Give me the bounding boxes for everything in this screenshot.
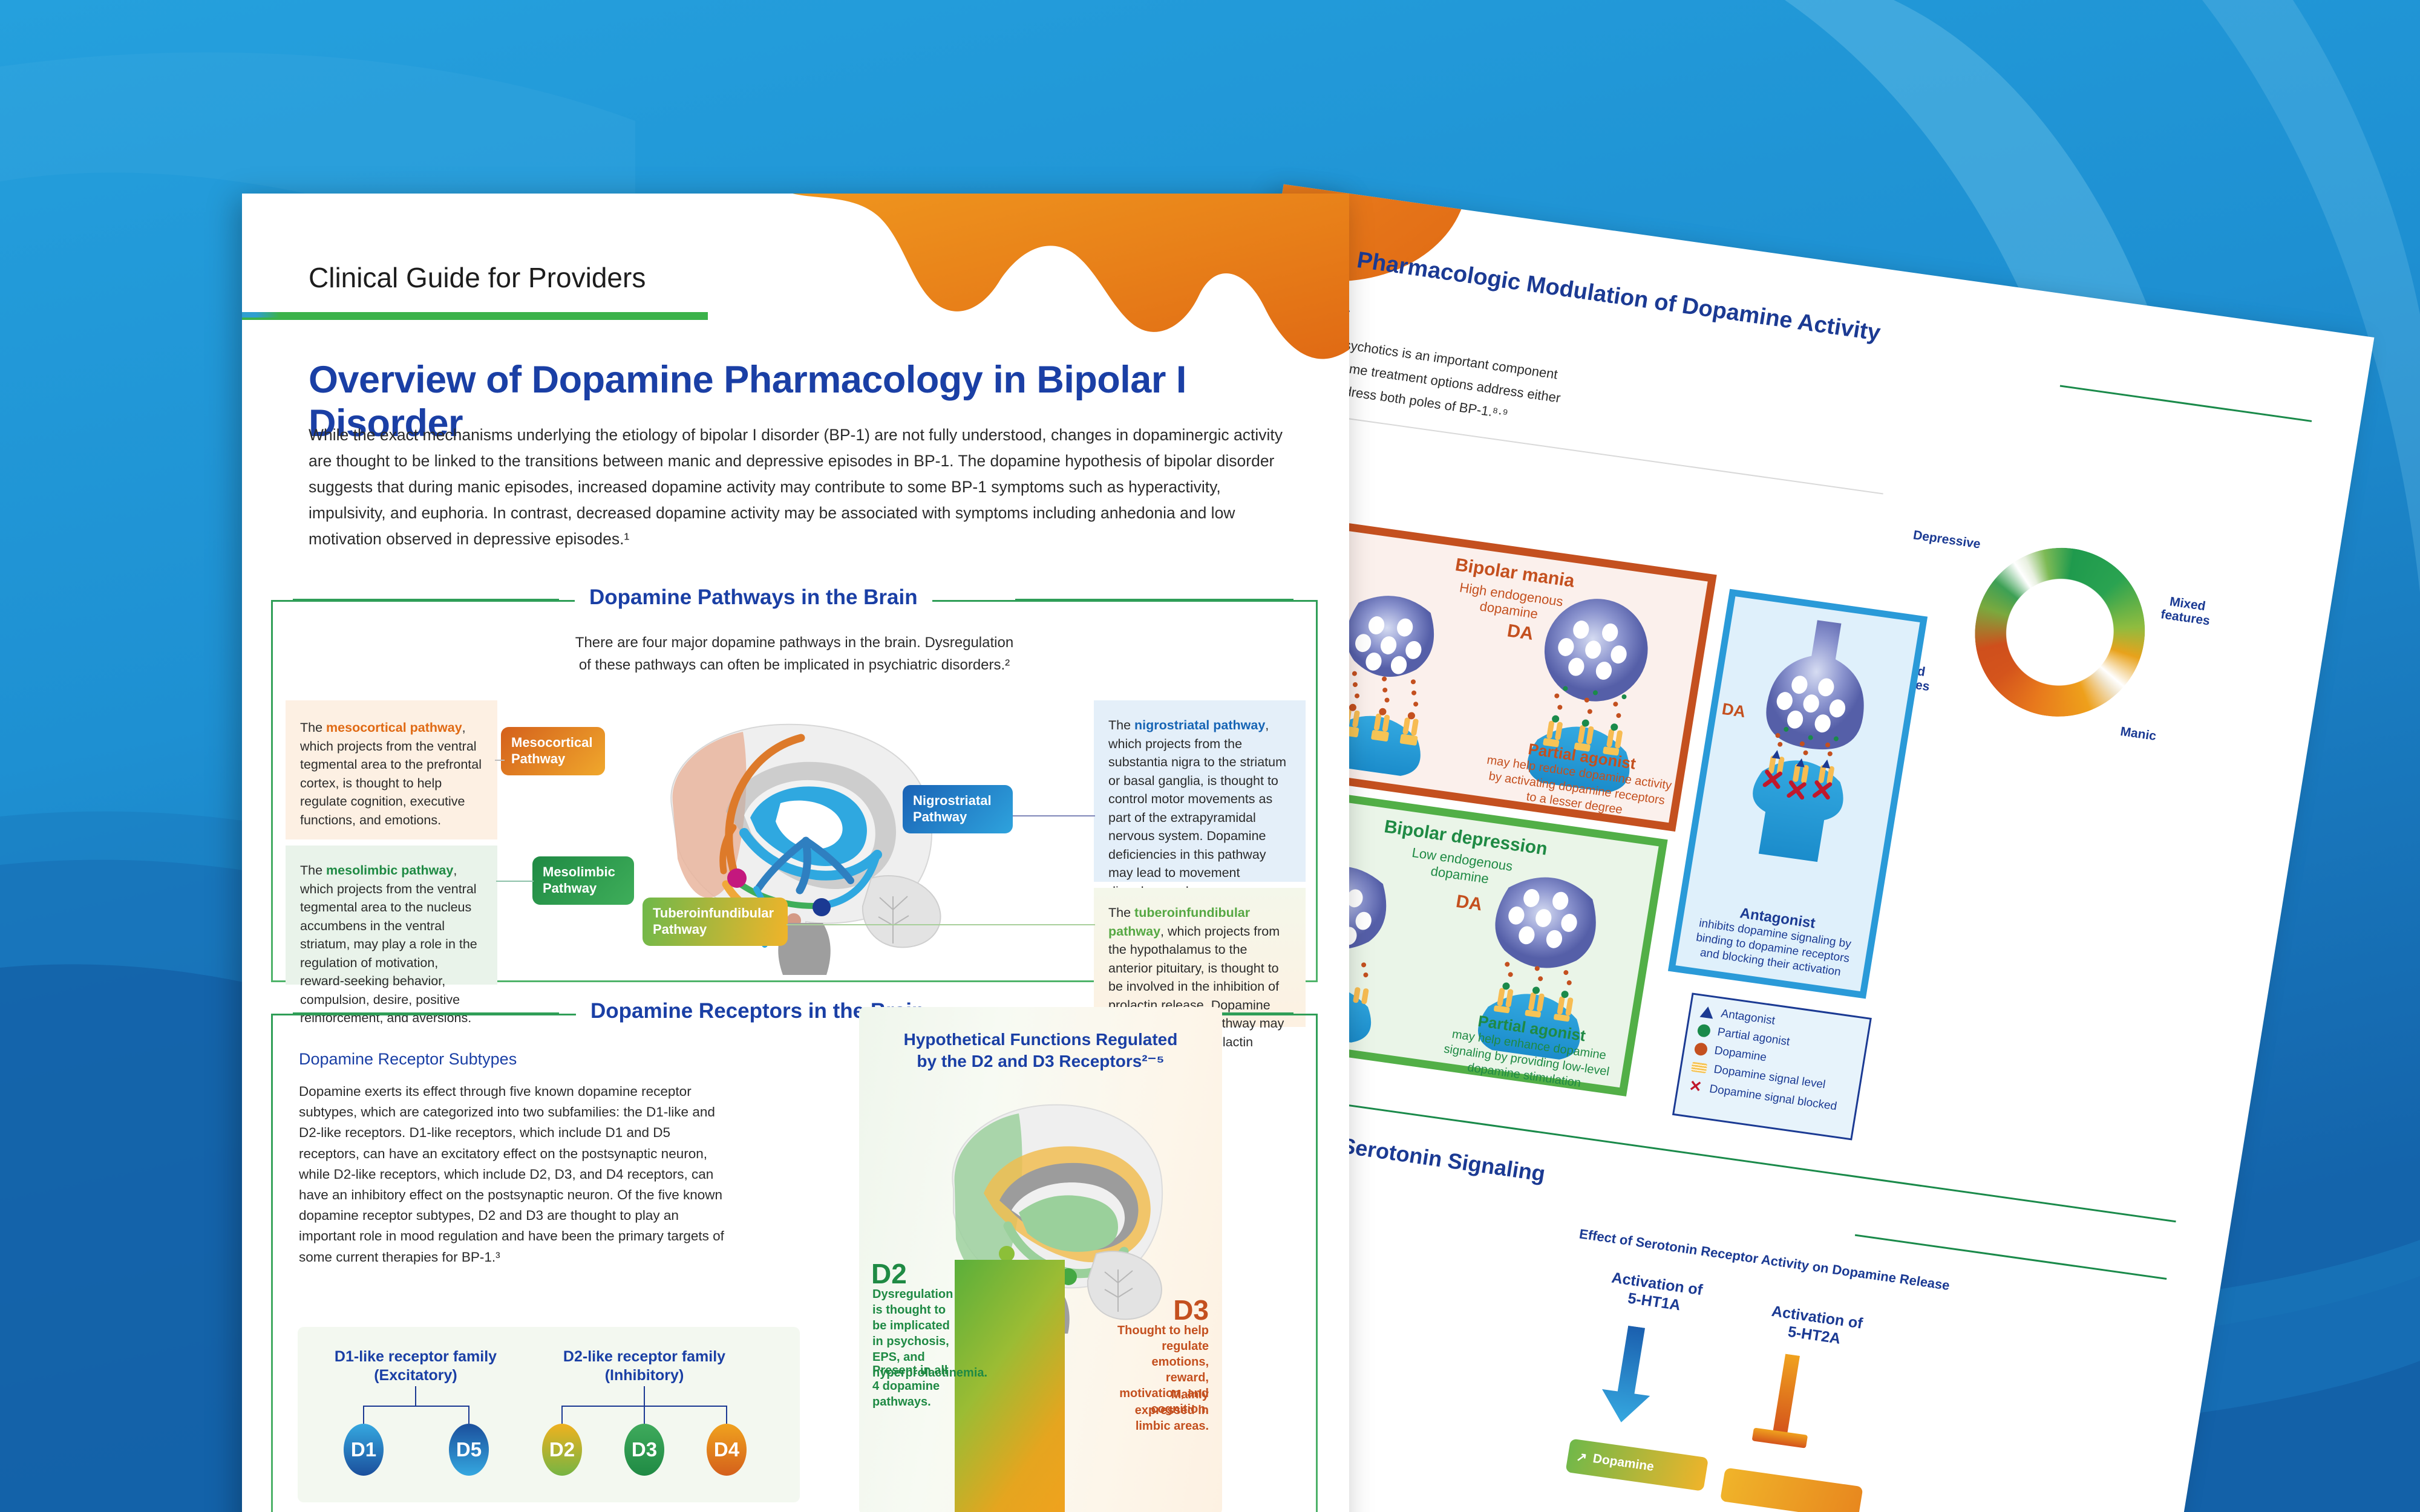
d2-family-title-line2: (Inhibitory) — [604, 1366, 684, 1384]
header-rule-green — [242, 318, 708, 320]
connector-nigrostriatal — [1013, 815, 1095, 816]
connector-mesocortical — [495, 760, 505, 761]
pathway-name-mesolimbic: mesolimbic pathway — [326, 863, 454, 878]
page1-kicker: Clinical Guide for Providers — [309, 262, 646, 293]
pathway-name-mesocortical: mesocortical pathway — [326, 720, 462, 735]
dopamine-decrease-arrow-icon — [1601, 1325, 1650, 1422]
d2-tree-drop-2 — [644, 1406, 645, 1424]
serotonin-chip-label: Dopamine — [1592, 1452, 1655, 1474]
d3-paragraph-2: Mainly expressed in limbic areas. — [1134, 1388, 1209, 1433]
d1-tree-stem — [415, 1386, 416, 1406]
donut-label-mixed-right: Mixed features — [2159, 595, 2211, 628]
antagonist-panel: DA — [1667, 588, 1928, 999]
donut-label-depressive: Depressive — [1912, 528, 1982, 552]
pathways-lede-line2: of these pathways can often be implicate… — [578, 657, 1010, 674]
page1-intro-paragraph: While the exact mechanisms underlying th… — [309, 426, 1283, 548]
donut-label-manic: Manic — [2119, 724, 2157, 743]
panel-tuberoinfundibular: The tuberoinfundibular pathway, which pr… — [1094, 888, 1306, 1067]
orange-wave-decoration — [672, 194, 1349, 359]
d2-family-title: D2-like receptor family (Inhibitory) — [551, 1347, 738, 1384]
d3-heading: D3 — [1173, 1294, 1209, 1326]
hypothetical-functions-title: Hypothetical Functions Regulated by the … — [859, 1029, 1222, 1072]
receptor-node-d4: D4 — [707, 1424, 747, 1476]
dopamine-block-bar-icon — [1752, 1354, 1808, 1448]
d2-paragraph-2: Present in all 4 dopamine pathways. — [872, 1364, 948, 1409]
sagittal-brain-illustration — [952, 1104, 1163, 1334]
d1-tree-drop-2 — [468, 1406, 469, 1424]
receptor-node-d3: D3 — [624, 1424, 664, 1476]
hypothetical-functions-card: Hypothetical Functions Regulated by the … — [859, 1007, 1222, 1512]
d2-tree-drop-3 — [726, 1406, 727, 1424]
legend-glyph-circle-icon — [1693, 1041, 1709, 1057]
chip-tuberoinfundibular-pathway: Tuberoinfundibular Pathway — [643, 898, 788, 946]
panel-mesocortical: The mesocortical pathway, which projects… — [286, 700, 497, 839]
receptor-node-d1: D1 — [344, 1424, 384, 1476]
chip-mesolimbic-pathway: Mesolimbic Pathway — [532, 856, 634, 905]
panel-text-mesolimbic: The mesolimbic pathway, which projects f… — [300, 863, 477, 1026]
d1-family-title: D1-like receptor family (Excitatory) — [322, 1347, 509, 1384]
d2-tree-stem — [644, 1386, 645, 1406]
legend-label-1: Antagonist — [1720, 1007, 1776, 1028]
trend-up-icon: ↗ — [1575, 1449, 1588, 1465]
serotonin-chip-dopamine: ↗ Dopamine — [1565, 1438, 1709, 1491]
panel-nigrostriatal: The nigrostriatal pathway, which project… — [1094, 700, 1306, 936]
serotonin-chip-2 — [1719, 1467, 1863, 1512]
pathway-name-tuberoinfundibular: tuberoinfundibular pathway — [1108, 905, 1251, 939]
panel-text-mesocortical: The mesocortical pathway, which projects… — [300, 720, 482, 827]
d2-tree-drop-1 — [561, 1406, 563, 1424]
section-rule-right — [2059, 385, 2312, 422]
antagonist-synapse-graphic — [1753, 620, 1864, 862]
pathways-section-title: Dopamine Pathways in the Brain — [575, 585, 932, 610]
header-rule-blue — [242, 312, 708, 318]
page2-section-title: Pharmacologic Modulation of Dopamine Act… — [1355, 247, 1883, 346]
receptor-subtypes-body: Dopamine exerts its effect through five … — [299, 1084, 724, 1265]
chip-nigrostriatal-pathway: Nigrostriatal Pathway — [903, 785, 1013, 833]
pathway-name-nigrostriatal: nigrostriatal pathway — [1134, 718, 1266, 732]
page-overview-dopamine-pharmacology: Clinical Guide for Providers Overview of… — [242, 194, 1349, 1512]
receptor-node-d2: D2 — [542, 1424, 582, 1476]
legend-glyph-triangle-icon — [1699, 1005, 1715, 1019]
pathways-lede-line1: There are four major dopamine pathways i… — [575, 634, 1014, 651]
donut-ring — [1962, 536, 2157, 728]
d1-tree-drop-1 — [363, 1406, 364, 1424]
connector-mesolimbic — [496, 881, 534, 882]
d1-family-title-line2: (Excitatory) — [374, 1366, 457, 1384]
chip-mesocortical-pathway: Mesocortical Pathway — [501, 727, 605, 775]
d2-family-title-line1: D2-like receptor family — [563, 1348, 726, 1365]
d2-paragraph-1: Dysregulation is thought to be implicate… — [872, 1288, 988, 1380]
hypothetical-title-line2: by the D2 and D3 Receptors²⁻⁵ — [917, 1051, 1165, 1070]
receptor-families-card — [298, 1327, 800, 1502]
legend-label-3: Dopamine — [1713, 1044, 1768, 1064]
receptors-title-rule-left — [293, 1012, 559, 1014]
legend-glyph-stack-icon — [1690, 1061, 1708, 1074]
receptor-node-d5: D5 — [449, 1424, 489, 1476]
connector-tuberoinfundibular — [786, 924, 1095, 925]
pathways-title-rule-left — [293, 599, 559, 601]
d1-tree-bar — [363, 1406, 469, 1407]
antagonist-caption: Antagonist inhibits dopamine signaling b… — [1677, 898, 1871, 983]
d3-paragraph-1: Thought to help regulate emotions, rewar… — [1117, 1324, 1209, 1416]
legend-glyph-circle-icon — [1696, 1023, 1712, 1038]
mood-spectrum-donut — [1962, 536, 2157, 728]
d1-family-title-line1: D1-like receptor family — [334, 1348, 497, 1365]
receptor-subtypes-subhead: Dopamine Receptor Subtypes — [299, 1050, 517, 1068]
legend-glyph-x-icon: ✕ — [1687, 1077, 1704, 1096]
hypothetical-title-line1: Hypothetical Functions Regulated — [903, 1030, 1178, 1049]
d2-d3-gradient-bar — [955, 1260, 1065, 1512]
panel-mesolimbic: The mesolimbic pathway, which projects f… — [286, 846, 497, 1025]
pathways-title-rule-right — [1015, 599, 1293, 601]
page-title: Overview of Dopamine Pharmacology in Bip… — [309, 359, 1186, 445]
pathways-lede: There are four major dopamine pathways i… — [271, 631, 1318, 676]
serotonin-col2-header: Activation of 5-HT2A — [1770, 1302, 1864, 1347]
d2-heading: D2 — [871, 1258, 907, 1289]
